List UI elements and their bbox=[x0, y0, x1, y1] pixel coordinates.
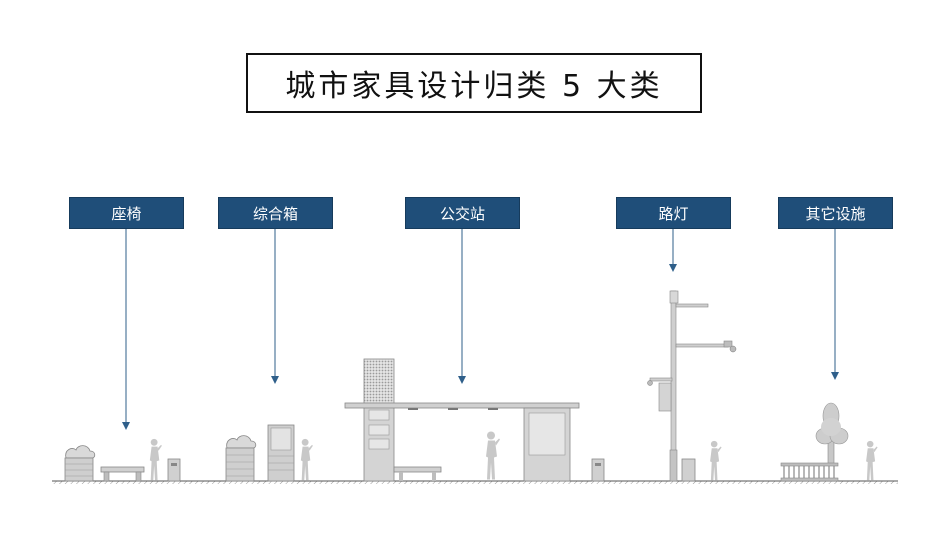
category-label-utility-box: 综合箱 bbox=[218, 197, 333, 229]
seating-illustration bbox=[64, 438, 181, 482]
shelter-roof bbox=[344, 402, 580, 409]
other-facilities-illustration bbox=[780, 402, 878, 482]
bus-stop-illustration bbox=[344, 358, 605, 482]
bench bbox=[100, 466, 145, 482]
advertising-panel bbox=[363, 358, 395, 406]
category-label-other-facilities: 其它设施 bbox=[778, 197, 893, 229]
shelter-bench bbox=[393, 466, 442, 473]
utility-cabinet bbox=[267, 424, 295, 482]
category-label-seating: 座椅 bbox=[69, 197, 184, 229]
utility-box-illustration bbox=[225, 424, 313, 482]
trash-bin bbox=[591, 458, 605, 482]
person-silhouette bbox=[866, 440, 878, 481]
trash-bin bbox=[681, 458, 696, 482]
person-silhouette bbox=[486, 431, 500, 480]
street-light-illustration bbox=[647, 290, 737, 482]
ground-line bbox=[52, 480, 898, 484]
person-silhouette bbox=[300, 438, 313, 481]
planter-box bbox=[225, 435, 257, 482]
signal-box bbox=[658, 382, 672, 412]
category-label-street-light: 路灯 bbox=[616, 197, 731, 229]
person-silhouette bbox=[710, 440, 722, 481]
trash-bin bbox=[167, 458, 181, 482]
page-title: 城市家具设计归类 5 大类 bbox=[246, 53, 702, 113]
person-silhouette bbox=[149, 438, 162, 481]
tree bbox=[815, 402, 849, 465]
fence bbox=[780, 462, 839, 482]
category-label-bus-stop: 公交站 bbox=[405, 197, 520, 229]
planter-box bbox=[64, 445, 96, 482]
